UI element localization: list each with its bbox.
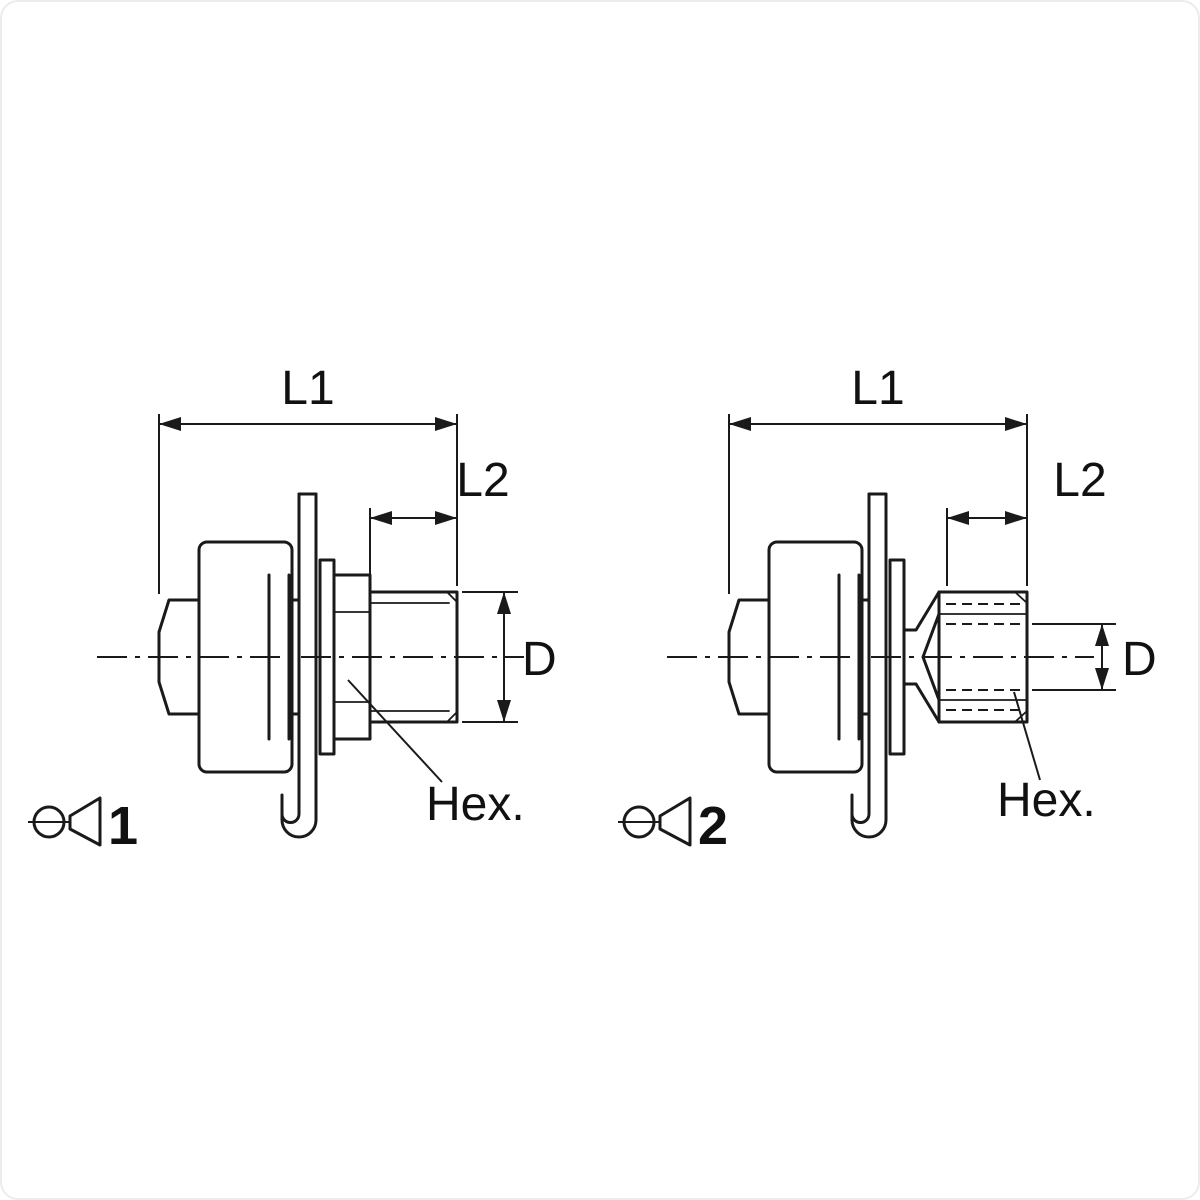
variant-number: 2 bbox=[698, 796, 728, 856]
thread-stub bbox=[368, 590, 459, 724]
hex-label: Hex. bbox=[997, 774, 1096, 827]
arrowhead-l2-right bbox=[435, 511, 457, 525]
arrowhead-l2-left bbox=[947, 511, 969, 525]
dim-label-l2: L2 bbox=[1053, 454, 1106, 507]
dim-label-l1: L1 bbox=[851, 362, 904, 415]
arrowhead-d-top bbox=[1095, 624, 1109, 646]
hex-label: Hex. bbox=[426, 778, 525, 831]
dim-label-l1: L1 bbox=[281, 362, 334, 415]
view-1: L1 L2 D Hex. 1 bbox=[28, 362, 557, 856]
first-angle-projection-icon bbox=[618, 796, 692, 847]
arrowhead-d-bottom bbox=[497, 700, 511, 722]
hex-sleeve bbox=[937, 590, 1029, 724]
arrowhead-l1-left bbox=[159, 417, 181, 431]
view-2: L1 L2 D Hex. 2 bbox=[618, 362, 1157, 856]
thread-chamfer-top bbox=[446, 591, 458, 603]
cone-bottom bbox=[902, 682, 941, 724]
arrowhead-d-top bbox=[497, 592, 511, 614]
clip-inner bbox=[850, 492, 871, 824]
hex-leader-line bbox=[1013, 691, 1041, 781]
hex-end-chamfer-top bbox=[1014, 591, 1028, 604]
arrowhead-l1-right bbox=[435, 417, 457, 431]
dim-label-d: D bbox=[1122, 633, 1157, 686]
first-angle-projection-icon bbox=[28, 796, 102, 847]
flange bbox=[888, 558, 906, 756]
arrowhead-l1-left bbox=[729, 417, 751, 431]
arrowhead-l2-left bbox=[370, 511, 392, 525]
arrowhead-l2-right bbox=[1005, 511, 1027, 525]
clip-outer bbox=[850, 492, 888, 839]
dim-label-d: D bbox=[522, 633, 557, 686]
clip-outer bbox=[280, 492, 318, 839]
projection-cone bbox=[68, 796, 102, 847]
cone-top bbox=[902, 590, 941, 632]
projection-cone bbox=[658, 796, 692, 847]
arrowhead-l1-right bbox=[1005, 417, 1027, 431]
clip-inner bbox=[280, 492, 301, 824]
arrowhead-d-bottom bbox=[1095, 668, 1109, 690]
hex-leader-line bbox=[347, 679, 443, 783]
variant-number: 1 bbox=[108, 796, 138, 856]
thread-chamfer-bottom bbox=[446, 711, 458, 723]
hex-chamfer-point bbox=[921, 612, 941, 702]
dim-label-l2: L2 bbox=[456, 454, 509, 507]
